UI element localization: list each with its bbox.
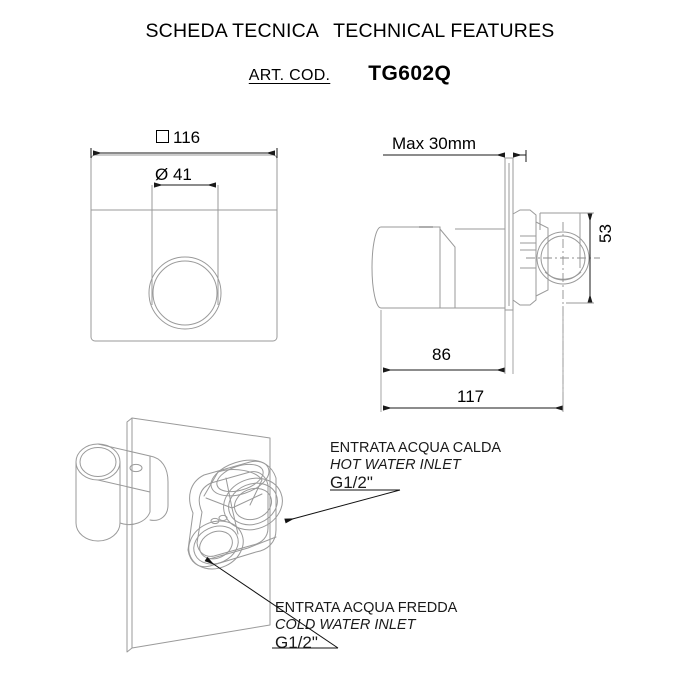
dim-handle-diameter-value: 41 bbox=[172, 165, 192, 184]
iso-cold-port-inner bbox=[199, 530, 233, 560]
callout-hot-english: HOT WATER INLET bbox=[330, 457, 461, 473]
iso-handle-top-face bbox=[97, 443, 151, 526]
dim-plate-size-value: 116 bbox=[173, 128, 201, 147]
side-outlet-box bbox=[540, 212, 581, 268]
callout-hot-thread: G1/2" bbox=[330, 473, 373, 492]
front-handle-outer-circle bbox=[148, 256, 222, 330]
iso-callout-leaders bbox=[204, 489, 401, 649]
iso-view-geometry bbox=[75, 417, 283, 653]
front-handle-inner-circle bbox=[152, 260, 218, 326]
side-handle-neck bbox=[439, 228, 456, 309]
iso-handle-barrel bbox=[75, 461, 121, 542]
article-code-value: TG602Q bbox=[368, 62, 452, 85]
title-italian: SCHEDA TECNICA bbox=[145, 20, 320, 42]
front-view-dimensions bbox=[90, 148, 278, 188]
callout-cold-thread: G1/2" bbox=[275, 633, 318, 652]
iso-internal-rib-3 bbox=[231, 493, 263, 509]
callout-cold-italian: ENTRATA ACQUA FREDDA bbox=[275, 600, 458, 616]
dim-wall-thickness: Max 30mm bbox=[392, 134, 477, 153]
square-symbol-icon bbox=[156, 130, 169, 143]
iso-small-hole-1 bbox=[210, 517, 220, 525]
iso-internal-rib-1 bbox=[205, 497, 239, 535]
side-valve-flange bbox=[512, 209, 537, 306]
iso-internal-rib-2 bbox=[225, 477, 233, 509]
article-code-label: ART. COD. bbox=[248, 67, 331, 84]
iso-cold-port-mid bbox=[193, 525, 239, 565]
iso-handle-collar bbox=[149, 455, 169, 521]
iso-hot-port-inner bbox=[234, 487, 272, 521]
front-view-geometry bbox=[90, 154, 278, 342]
iso-hot-port-outer bbox=[223, 477, 283, 531]
title-english: TECHNICAL FEATURES bbox=[333, 20, 555, 42]
iso-set-screw-hole bbox=[129, 463, 143, 473]
iso-top-spout-outer bbox=[210, 459, 270, 497]
iso-cold-port-outer bbox=[188, 520, 244, 570]
side-view-dimensions bbox=[383, 150, 594, 411]
front-plate-outline bbox=[90, 154, 278, 342]
article-code-row: ART. COD. TG602Q bbox=[0, 62, 700, 86]
side-handle-barrel bbox=[371, 226, 441, 309]
callout-hot-water-inlet: ENTRATA ACQUA CALDA HOT WATER INLET G1/2… bbox=[330, 440, 501, 491]
iso-small-hole-2 bbox=[218, 514, 228, 522]
iso-top-spout-inner bbox=[216, 463, 264, 493]
iso-handle-end-ellipse bbox=[75, 443, 121, 481]
leader-hot-angled bbox=[284, 489, 401, 524]
side-view-geometry bbox=[371, 157, 590, 311]
iso-plate-edge bbox=[126, 417, 133, 653]
dim-body-depth: 86 bbox=[432, 345, 451, 364]
side-hub-cylinder bbox=[455, 228, 506, 309]
callout-hot-italian: ENTRATA ACQUA CALDA bbox=[330, 440, 502, 456]
iso-handle-end-inner bbox=[79, 447, 117, 477]
side-valve-shoulder bbox=[535, 221, 549, 297]
dim-total-depth: 117 bbox=[457, 387, 485, 406]
callout-cold-water-inlet: ENTRATA ACQUA FREDDA COLD WATER INLET G1… bbox=[275, 600, 457, 651]
dim-plate-size: 116 bbox=[156, 128, 200, 148]
leader-cold-angled bbox=[204, 556, 339, 649]
iso-body-skirt bbox=[205, 536, 277, 561]
iso-valve-body-inner bbox=[196, 471, 269, 557]
diameter-symbol-icon: Ø bbox=[155, 165, 169, 184]
dim-handle-diameter: Ø 41 bbox=[155, 165, 192, 185]
page-title: SCHEDA TECNICA TECHNICAL FEATURES bbox=[0, 20, 700, 43]
iso-handle-seam bbox=[97, 479, 151, 493]
iso-hot-port-mid bbox=[228, 482, 278, 526]
side-view-extension-lines bbox=[380, 306, 564, 412]
